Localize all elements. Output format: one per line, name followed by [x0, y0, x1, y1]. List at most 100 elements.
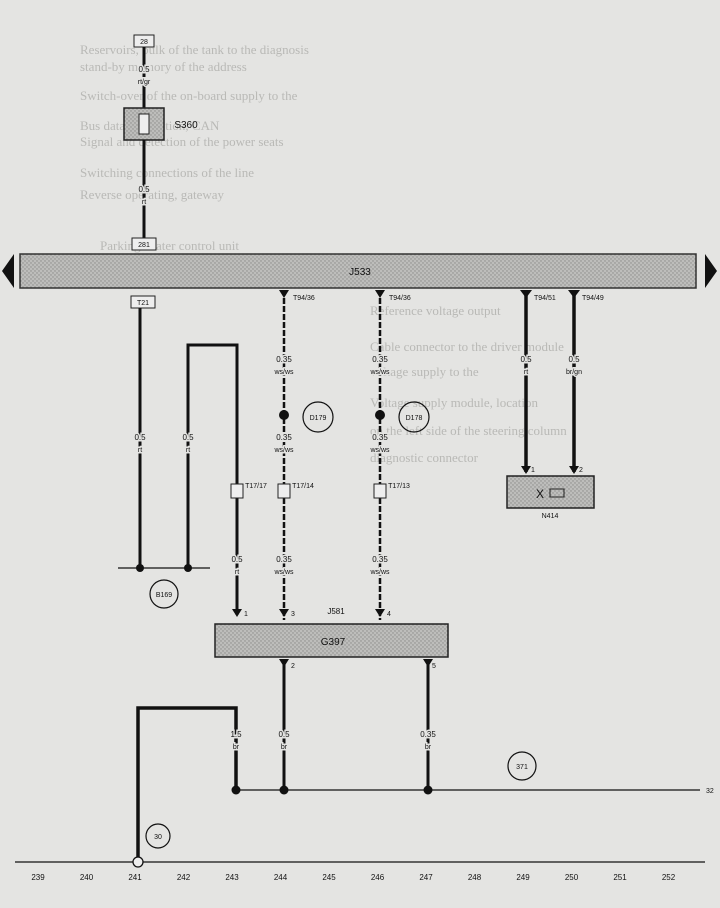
scale-number: 251	[613, 873, 627, 882]
wire-d2-low-gauge: 0.35	[372, 433, 388, 442]
terminal-t21	[130, 295, 156, 309]
node-371-label: 371	[516, 764, 528, 771]
wire-g2-color: br	[281, 744, 288, 751]
wire-d2-bot-color: ws/ws	[369, 569, 390, 576]
node-30-label: 30	[154, 834, 162, 841]
wire-g2-gauge: 0.5	[278, 730, 290, 739]
relay-pin-2: 2	[579, 467, 583, 474]
wire-d2-bot-gauge: 0.35	[372, 555, 388, 564]
wire-g3-gauge: 0.35	[420, 730, 436, 739]
node-d178-label: D178	[406, 415, 423, 422]
gateway-pin-1: 1	[244, 611, 248, 618]
wire-d2-up-color: ws/ws	[369, 369, 390, 376]
scale-number: 245	[322, 873, 336, 882]
ghost-line: voltage supply to the	[370, 364, 479, 379]
scale-number: 252	[662, 873, 676, 882]
scale-number: 240	[80, 873, 94, 882]
gateway-pin-5: 5	[432, 663, 436, 670]
wire-d1-low-color: ws/ws	[273, 447, 294, 454]
wire-left1-color: rt	[138, 447, 142, 454]
wire-top2-color: rt	[142, 199, 146, 206]
wire-g3-color: br	[425, 744, 432, 751]
edge-mark: 32	[706, 788, 714, 795]
scale-number: 243	[225, 873, 239, 882]
scale-number: 249	[516, 873, 530, 882]
wire-left2-color: rt	[186, 447, 190, 454]
wire-r1-color: rt	[524, 369, 528, 376]
gateway-code: J581	[327, 607, 345, 616]
pin-arrow-icon	[375, 609, 385, 617]
wire-d1-low-gauge: 0.35	[276, 433, 292, 442]
wire-d1-up-gauge: 0.35	[276, 355, 292, 364]
ghost-line: Switching connections of the line	[80, 165, 255, 180]
ghost-line: Cable connector to the driver module	[370, 339, 564, 354]
connector-t17-14	[277, 483, 291, 499]
fuse-element-icon	[138, 113, 150, 135]
node-30	[145, 823, 171, 849]
node-371	[507, 751, 537, 781]
wire-feed-gauge: 0.5	[231, 555, 243, 564]
continue-right-arrow	[705, 254, 717, 288]
splice-dot	[184, 564, 192, 572]
splice-dot	[279, 785, 289, 795]
wire-g1-color: br	[233, 744, 240, 751]
fuse-label: S360	[174, 120, 198, 131]
wire-g1	[136, 706, 238, 862]
rail-junction	[132, 856, 144, 868]
splice-dot	[279, 410, 289, 420]
node-d179-label: D179	[310, 415, 327, 422]
ghost-line: on the left side of the steering column	[370, 423, 567, 438]
splice-dot	[231, 785, 241, 795]
pin-arrow-icon	[569, 466, 579, 474]
connector-t17-17-label: T17/17	[245, 483, 267, 490]
ghost-line: stand-by memory of the address	[80, 59, 247, 74]
wire-g1-gauge: 1.5	[230, 730, 242, 739]
continue-left-arrow	[2, 254, 14, 288]
fuse-bottom-terminal	[131, 237, 157, 251]
ghost-line: Reference voltage output	[370, 303, 501, 318]
gateway-pin-2: 2	[291, 663, 295, 670]
fuse-bottom-terminal-label: 281	[138, 242, 150, 249]
scale-number: 246	[371, 873, 385, 882]
ghost-line: Voltage supply module, location	[370, 395, 539, 410]
wire-d2-up-gauge: 0.35	[372, 355, 388, 364]
splice-dot	[136, 564, 144, 572]
terminal-t94-49-label: T94/49	[582, 295, 604, 302]
wire-r2-color: br/gn	[566, 369, 582, 376]
gateway-pin-4: 4	[387, 611, 391, 618]
connector-t17-17	[230, 483, 244, 499]
relay-label: X	[536, 487, 544, 501]
ghost-line: Reverse operating, gateway	[80, 187, 225, 202]
control-unit-bar	[19, 253, 697, 289]
terminal-t94-36b-label: T94/36	[389, 295, 411, 302]
wire-left1-gauge: 0.5	[134, 433, 146, 442]
wire-feed-color: rt	[235, 569, 239, 576]
gateway-label: G397	[321, 637, 346, 648]
connector-t17-14-label: T17/14	[292, 483, 314, 490]
scale-number: 242	[177, 873, 191, 882]
node-d179	[302, 401, 334, 433]
scale-number: 241	[128, 873, 142, 882]
relay-x	[506, 475, 595, 509]
wire-d2-low-color: ws/ws	[369, 447, 390, 454]
scale-number: 250	[565, 873, 579, 882]
wire-r2-gauge: 0.5	[568, 355, 580, 364]
node-d178	[398, 401, 430, 433]
scale-number: 247	[419, 873, 433, 882]
wire-top1-color: rt/gr	[138, 79, 151, 86]
relay-code: N414	[542, 513, 559, 520]
scale-number: 239	[31, 873, 45, 882]
wire-left2	[186, 343, 239, 615]
connector-t17-13	[373, 483, 387, 499]
pin-arrow-icon	[521, 466, 531, 474]
fuse-top-terminal-label: 28	[140, 39, 148, 46]
scale-number: 244	[274, 873, 288, 882]
splice-dot	[375, 410, 385, 420]
gateway-g397	[214, 623, 449, 658]
terminal-t21-label: T21	[137, 300, 149, 307]
gateway-pin-3: 3	[291, 611, 295, 618]
terminal-t94-51-label: T94/51	[534, 295, 556, 302]
bus-bar-label: J533	[349, 267, 371, 278]
